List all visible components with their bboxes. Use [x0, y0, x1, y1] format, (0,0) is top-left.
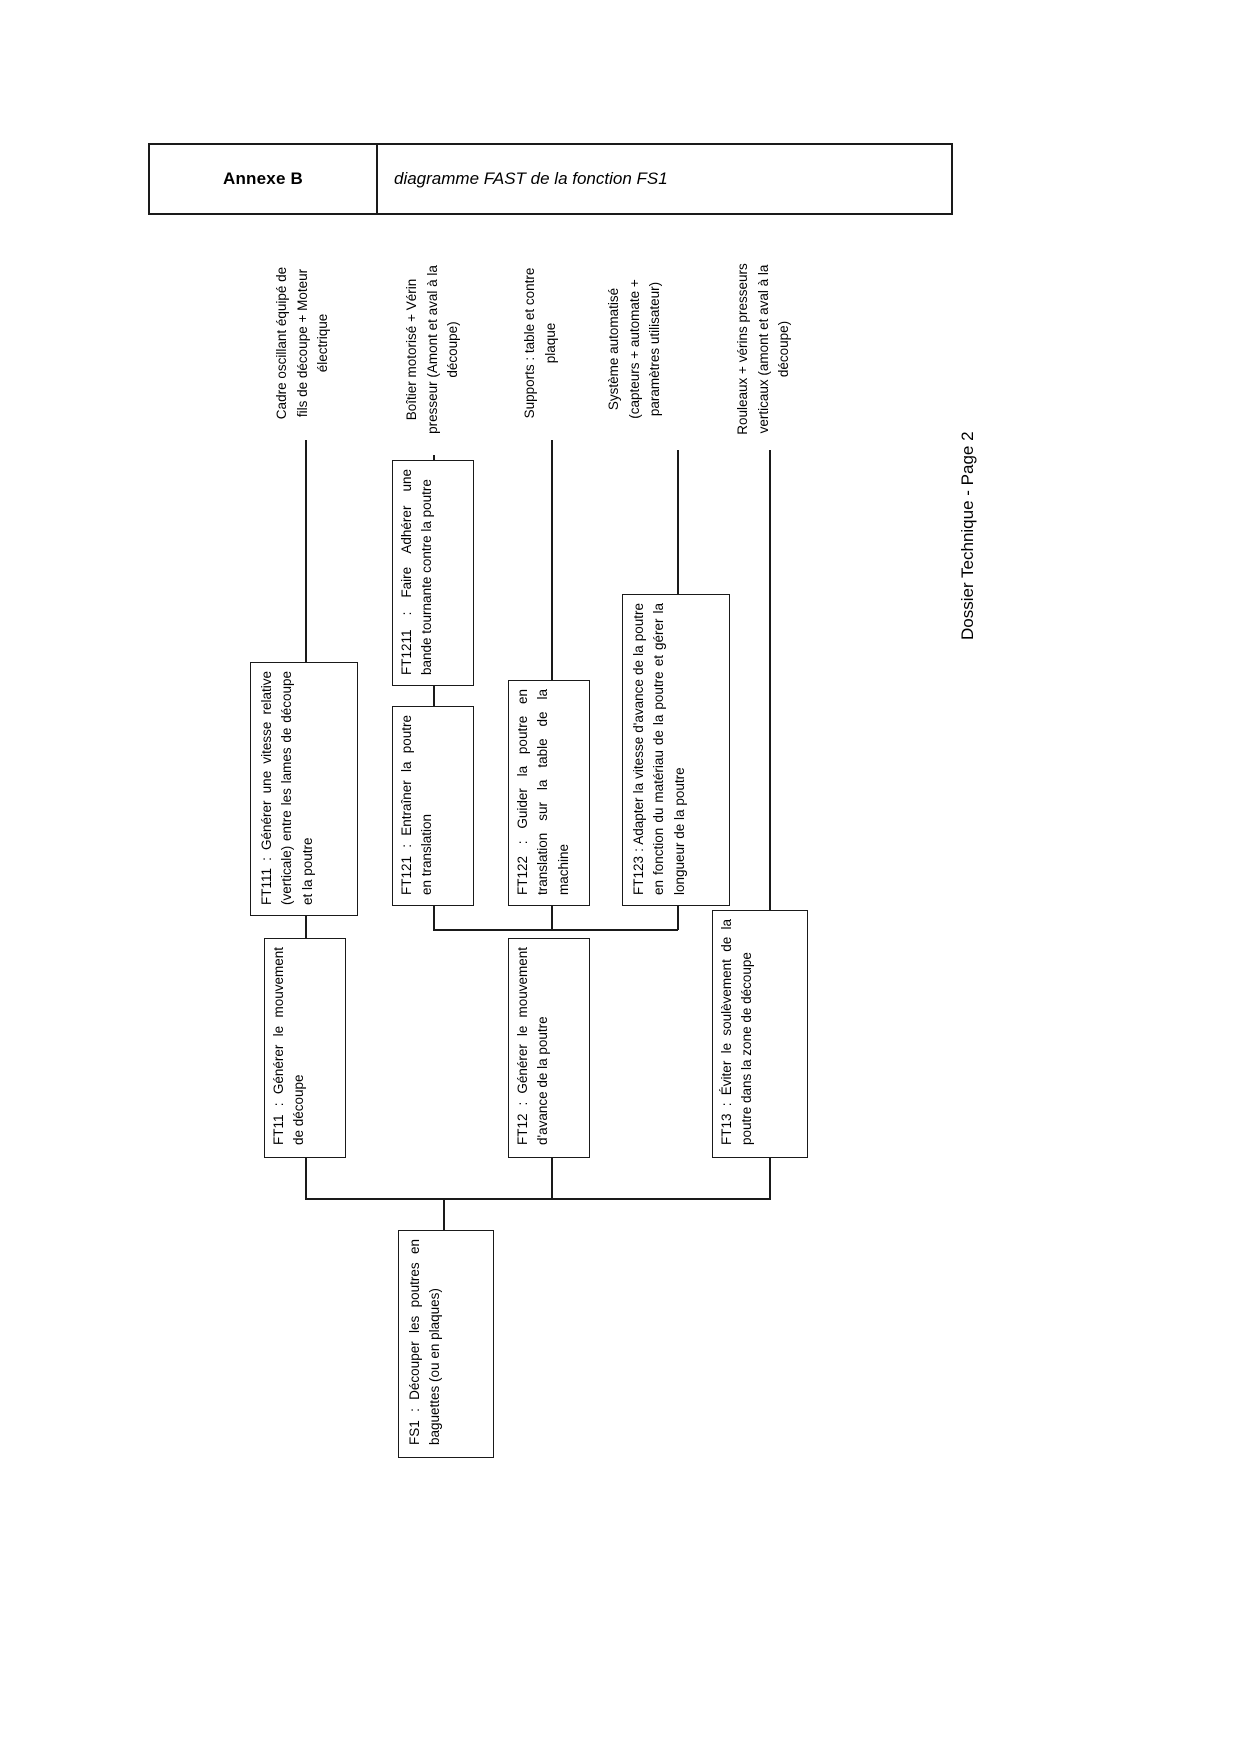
header-table: Annexe B diagramme FAST de la fonction F…: [148, 143, 953, 215]
connector-ft13-down: [769, 1158, 771, 1200]
connector-ft121-down: [433, 906, 435, 930]
box-ft1211-label: FT1211 : Faire Adhérer une bande tournan…: [399, 469, 435, 675]
solution-label-ft122: Supports : table et contre plaque: [522, 267, 558, 419]
box-ft13-label: FT13 : Éviter le soulèvement de la poutr…: [719, 919, 755, 1145]
box-ft121[interactable]: FT121 : Entraîner la poutre en translati…: [392, 706, 474, 906]
page-title: diagramme FAST de la fonction FS1: [394, 169, 668, 188]
box-ft11-label: FT11 : Générer le mouvement de découpe: [271, 947, 307, 1145]
box-fs1[interactable]: FS1 : Découper les poutres en baguettes …: [398, 1230, 494, 1458]
box-ft123[interactable]: FT123 : Adapter la vitesse d'avance de l…: [622, 594, 730, 906]
solution-label-ft13: Rouleaux + vérins presseurs verticaux (a…: [735, 263, 792, 435]
connector-fs1-stem: [443, 1198, 445, 1230]
box-ft12[interactable]: FT12 : Générer le mouvement d'avance de …: [508, 938, 590, 1158]
solution-label-ft1211: Boîtier motorisé + Vérin presseur (Amont…: [404, 265, 461, 434]
box-ft111[interactable]: FT111 : Générer une vitesse relative (ve…: [250, 662, 358, 916]
box-ft111-label: FT111 : Générer une vitesse relative (ve…: [259, 671, 315, 905]
box-ft121-label: FT121 : Entraîner la poutre en translati…: [399, 715, 435, 895]
connector-ft11-down: [305, 1158, 307, 1200]
connector-ft1211-ft121: [433, 686, 435, 708]
box-ft122-label: FT122 : Guider la poutre en translation …: [515, 689, 571, 895]
connector-ft12-down: [551, 1158, 553, 1200]
connector-ft111-ft11: [305, 916, 307, 938]
header-cell-annexe: Annexe B: [150, 145, 378, 213]
box-ft122[interactable]: FT122 : Guider la poutre en translation …: [508, 680, 590, 906]
box-fs1-label: FS1 : Découper les poutres en baguettes …: [407, 1239, 443, 1445]
footer-text: Dossier Technique - Page 2: [958, 431, 977, 640]
header-cell-title: diagramme FAST de la fonction FS1: [378, 145, 951, 213]
box-ft13[interactable]: FT13 : Éviter le soulèvement de la poutr…: [712, 910, 808, 1158]
annexe-label: Annexe B: [222, 169, 303, 188]
connector-ft122-down: [551, 906, 553, 930]
solution-label-ft123: Système automatisé (capteurs + automate …: [606, 279, 663, 419]
box-ft123-label: FT123 : Adapter la vitesse d'avance de l…: [631, 603, 687, 895]
connector-ft111-solution: [305, 440, 307, 662]
box-ft12-label: FT12 : Générer le mouvement d'avance de …: [515, 947, 551, 1145]
connector-ft122-solution: [551, 440, 553, 680]
connector-ft1211-solution: [433, 455, 435, 463]
solution-label-ft111: Cadre oscillant équipé de fils de découp…: [274, 266, 331, 420]
box-ft1211[interactable]: FT1211 : Faire Adhérer une bande tournan…: [392, 460, 474, 686]
connector-fs1-bus: [305, 1198, 770, 1200]
connector-ft13-solution: [769, 450, 771, 910]
connector-ft123-down: [677, 906, 679, 930]
connector-ft12-bus: [433, 929, 678, 931]
box-ft11[interactable]: FT11 : Générer le mouvement de découpe: [264, 938, 346, 1158]
connector-ft123-solution: [677, 450, 679, 595]
